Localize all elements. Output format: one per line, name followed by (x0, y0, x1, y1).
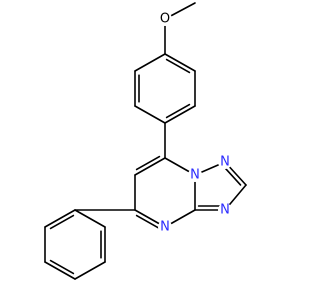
nitrogen-bridgehead-label: N (190, 168, 200, 183)
methoxyphenyl-bond-3 (164, 105, 196, 124)
phenyl-bond-4 (44, 261, 76, 280)
nitrogen-triazole-top-label: N (220, 155, 230, 170)
nitrogen-pyrimidine-label: N (160, 220, 170, 235)
atom-labels: O N N N N (158, 12, 232, 235)
atom-nitrogen-pyrimidine: N (158, 220, 172, 235)
c7-c6-bond-inner (135, 155, 161, 171)
oxygen-label: O (160, 12, 170, 27)
methoxyphenyl-bond-4 (134, 105, 166, 124)
c5-n4-bond-inner (135, 214, 161, 230)
phenyl-bond-3 (74, 261, 106, 280)
c7-c6-bond (134, 157, 166, 176)
atom-nitrogen-bridgehead: N (188, 168, 202, 183)
phenyl-bond-6 (44, 209, 76, 228)
phenyl-bond-6-inner (49, 214, 75, 230)
methoxyphenyl-bond-6 (134, 53, 166, 72)
atom-oxygen-methoxy: O (158, 12, 172, 27)
phenyl-bond-1 (74, 209, 106, 228)
phenyl-bond-4-inner (49, 259, 75, 275)
chemical-structure-diagram: O N N N N (44, 2, 247, 280)
atom-nitrogen-triazole-top: N (218, 155, 232, 170)
nitrogen-triazole-right-label: N (220, 203, 230, 218)
atom-nitrogen-triazole-right: N (218, 203, 232, 218)
methoxyphenyl-bond-3-inner (165, 103, 191, 119)
n2-c2-bond-inner (223, 166, 242, 186)
methoxyphenyl-bond-1 (164, 53, 196, 72)
bond-lines (44, 2, 247, 280)
methoxyphenyl-bond-1-inner (165, 58, 191, 74)
